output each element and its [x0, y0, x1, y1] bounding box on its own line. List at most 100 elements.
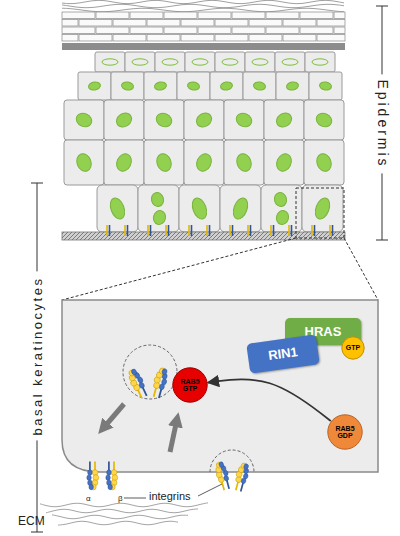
nucleus: [273, 191, 288, 208]
keratinocyte: [155, 52, 185, 72]
corneocyte: [181, 35, 214, 42]
corneocyte: [317, 20, 345, 27]
integrin-alpha-domain: [112, 475, 118, 481]
keratinocyte: [184, 140, 224, 185]
nucleus: [154, 81, 167, 91]
subunit-label: α: [86, 494, 91, 503]
ecm-fiber: [58, 521, 178, 525]
keratinocyte: [305, 52, 335, 72]
node-shape: [328, 415, 362, 449]
keratinocyte: [144, 140, 184, 185]
nucleus: [74, 152, 93, 174]
corneocyte: [96, 12, 129, 19]
layer-label: Epidermis: [375, 74, 391, 173]
corneocyte: [334, 27, 345, 34]
corneocyte: [215, 35, 248, 42]
corneocyte: [164, 12, 197, 19]
keratinocyte: [215, 52, 245, 72]
keratinocyte: [179, 185, 220, 232]
node-shape: [342, 337, 364, 359]
corneocyte: [300, 27, 333, 34]
nucleus: [220, 81, 233, 91]
keratinocyte: [210, 72, 243, 100]
keratinocyte: [64, 140, 104, 185]
keratinocyte: [144, 72, 177, 100]
keratinocyte: [64, 100, 104, 140]
keratinocyte: [276, 72, 309, 100]
corneocyte: [198, 12, 231, 19]
keratinocyte: [111, 72, 144, 100]
nucleus: [187, 81, 200, 91]
endosome-vesicle: [123, 345, 177, 399]
nucleotide-circle: GTP: [341, 336, 365, 360]
node-texts: RAB5 GTP: [172, 367, 208, 403]
zoom-box: [296, 188, 344, 238]
corneocyte: [130, 12, 163, 19]
protein-box: RIN1: [246, 334, 319, 373]
corneocyte: [266, 27, 299, 34]
corneocyte: [113, 35, 146, 42]
keratinocyte: [224, 140, 264, 185]
bracket-tick: [376, 240, 388, 241]
corneocyte: [62, 20, 78, 27]
corneocyte: [96, 27, 129, 34]
keratinocyte: [275, 52, 305, 72]
node-label: RIN1: [267, 345, 298, 363]
integrin-alpha-domain: [92, 470, 98, 476]
ecm-fiber: [52, 515, 188, 519]
zoom-line: [344, 238, 378, 300]
integrin-stick: [127, 225, 129, 236]
nucleus: [114, 151, 134, 173]
integrin-stick: [273, 225, 275, 236]
corneocyte: [300, 12, 333, 19]
nucleus: [114, 110, 135, 130]
integrin-alpha-domain: [93, 475, 99, 481]
nucleus: [253, 81, 266, 91]
keratinocyte: [185, 52, 215, 72]
extracellular-matrix: [40, 503, 208, 525]
keratinocyte: [104, 100, 144, 140]
structure-label: integrins: [149, 490, 191, 502]
keratinocyte: [104, 140, 144, 185]
integrin-beta-domain: [88, 470, 92, 475]
corneocyte: [147, 20, 180, 27]
keratin-fiber: [62, 4, 344, 7]
integrin-stick: [165, 225, 167, 236]
nucleus: [162, 59, 178, 65]
integrin-stick: [109, 225, 111, 236]
corneocyte: [113, 20, 146, 27]
nucleus: [274, 110, 295, 130]
integrin-stick: [106, 225, 108, 236]
node-texts: GTP: [341, 336, 365, 360]
integrin-group: [87, 367, 251, 493]
integrin-stick: [150, 225, 152, 236]
nucleus: [150, 191, 165, 208]
corneocyte: [334, 12, 345, 19]
activation-arrow: [208, 379, 331, 421]
keratinocyte: [304, 140, 344, 185]
basal-cell: [62, 300, 378, 472]
corneocyte: [249, 35, 282, 42]
integrin-beta-domain: [108, 484, 112, 489]
gtpase-circle: RAB5 GTP: [172, 367, 208, 403]
integrin-dimer: [150, 367, 170, 399]
corneocyte: [62, 27, 95, 34]
corneocyte: [232, 12, 265, 19]
nucleus: [275, 209, 290, 226]
nucleus: [314, 111, 334, 130]
integrin-stick: [314, 225, 316, 236]
node-label: RAB5 GTP: [177, 378, 204, 393]
integrin-alpha-domain: [111, 470, 117, 476]
nucleus: [194, 151, 214, 173]
node-texts: RAB5 GDP: [327, 414, 363, 450]
corneocyte: [215, 20, 248, 27]
nucleus: [132, 59, 148, 65]
integrin-beta-domain: [87, 475, 91, 480]
nucleus: [192, 59, 208, 65]
integrin-dimer: [126, 367, 150, 400]
trafficking-arrow: [106, 404, 124, 425]
integrin-stick: [270, 225, 272, 236]
